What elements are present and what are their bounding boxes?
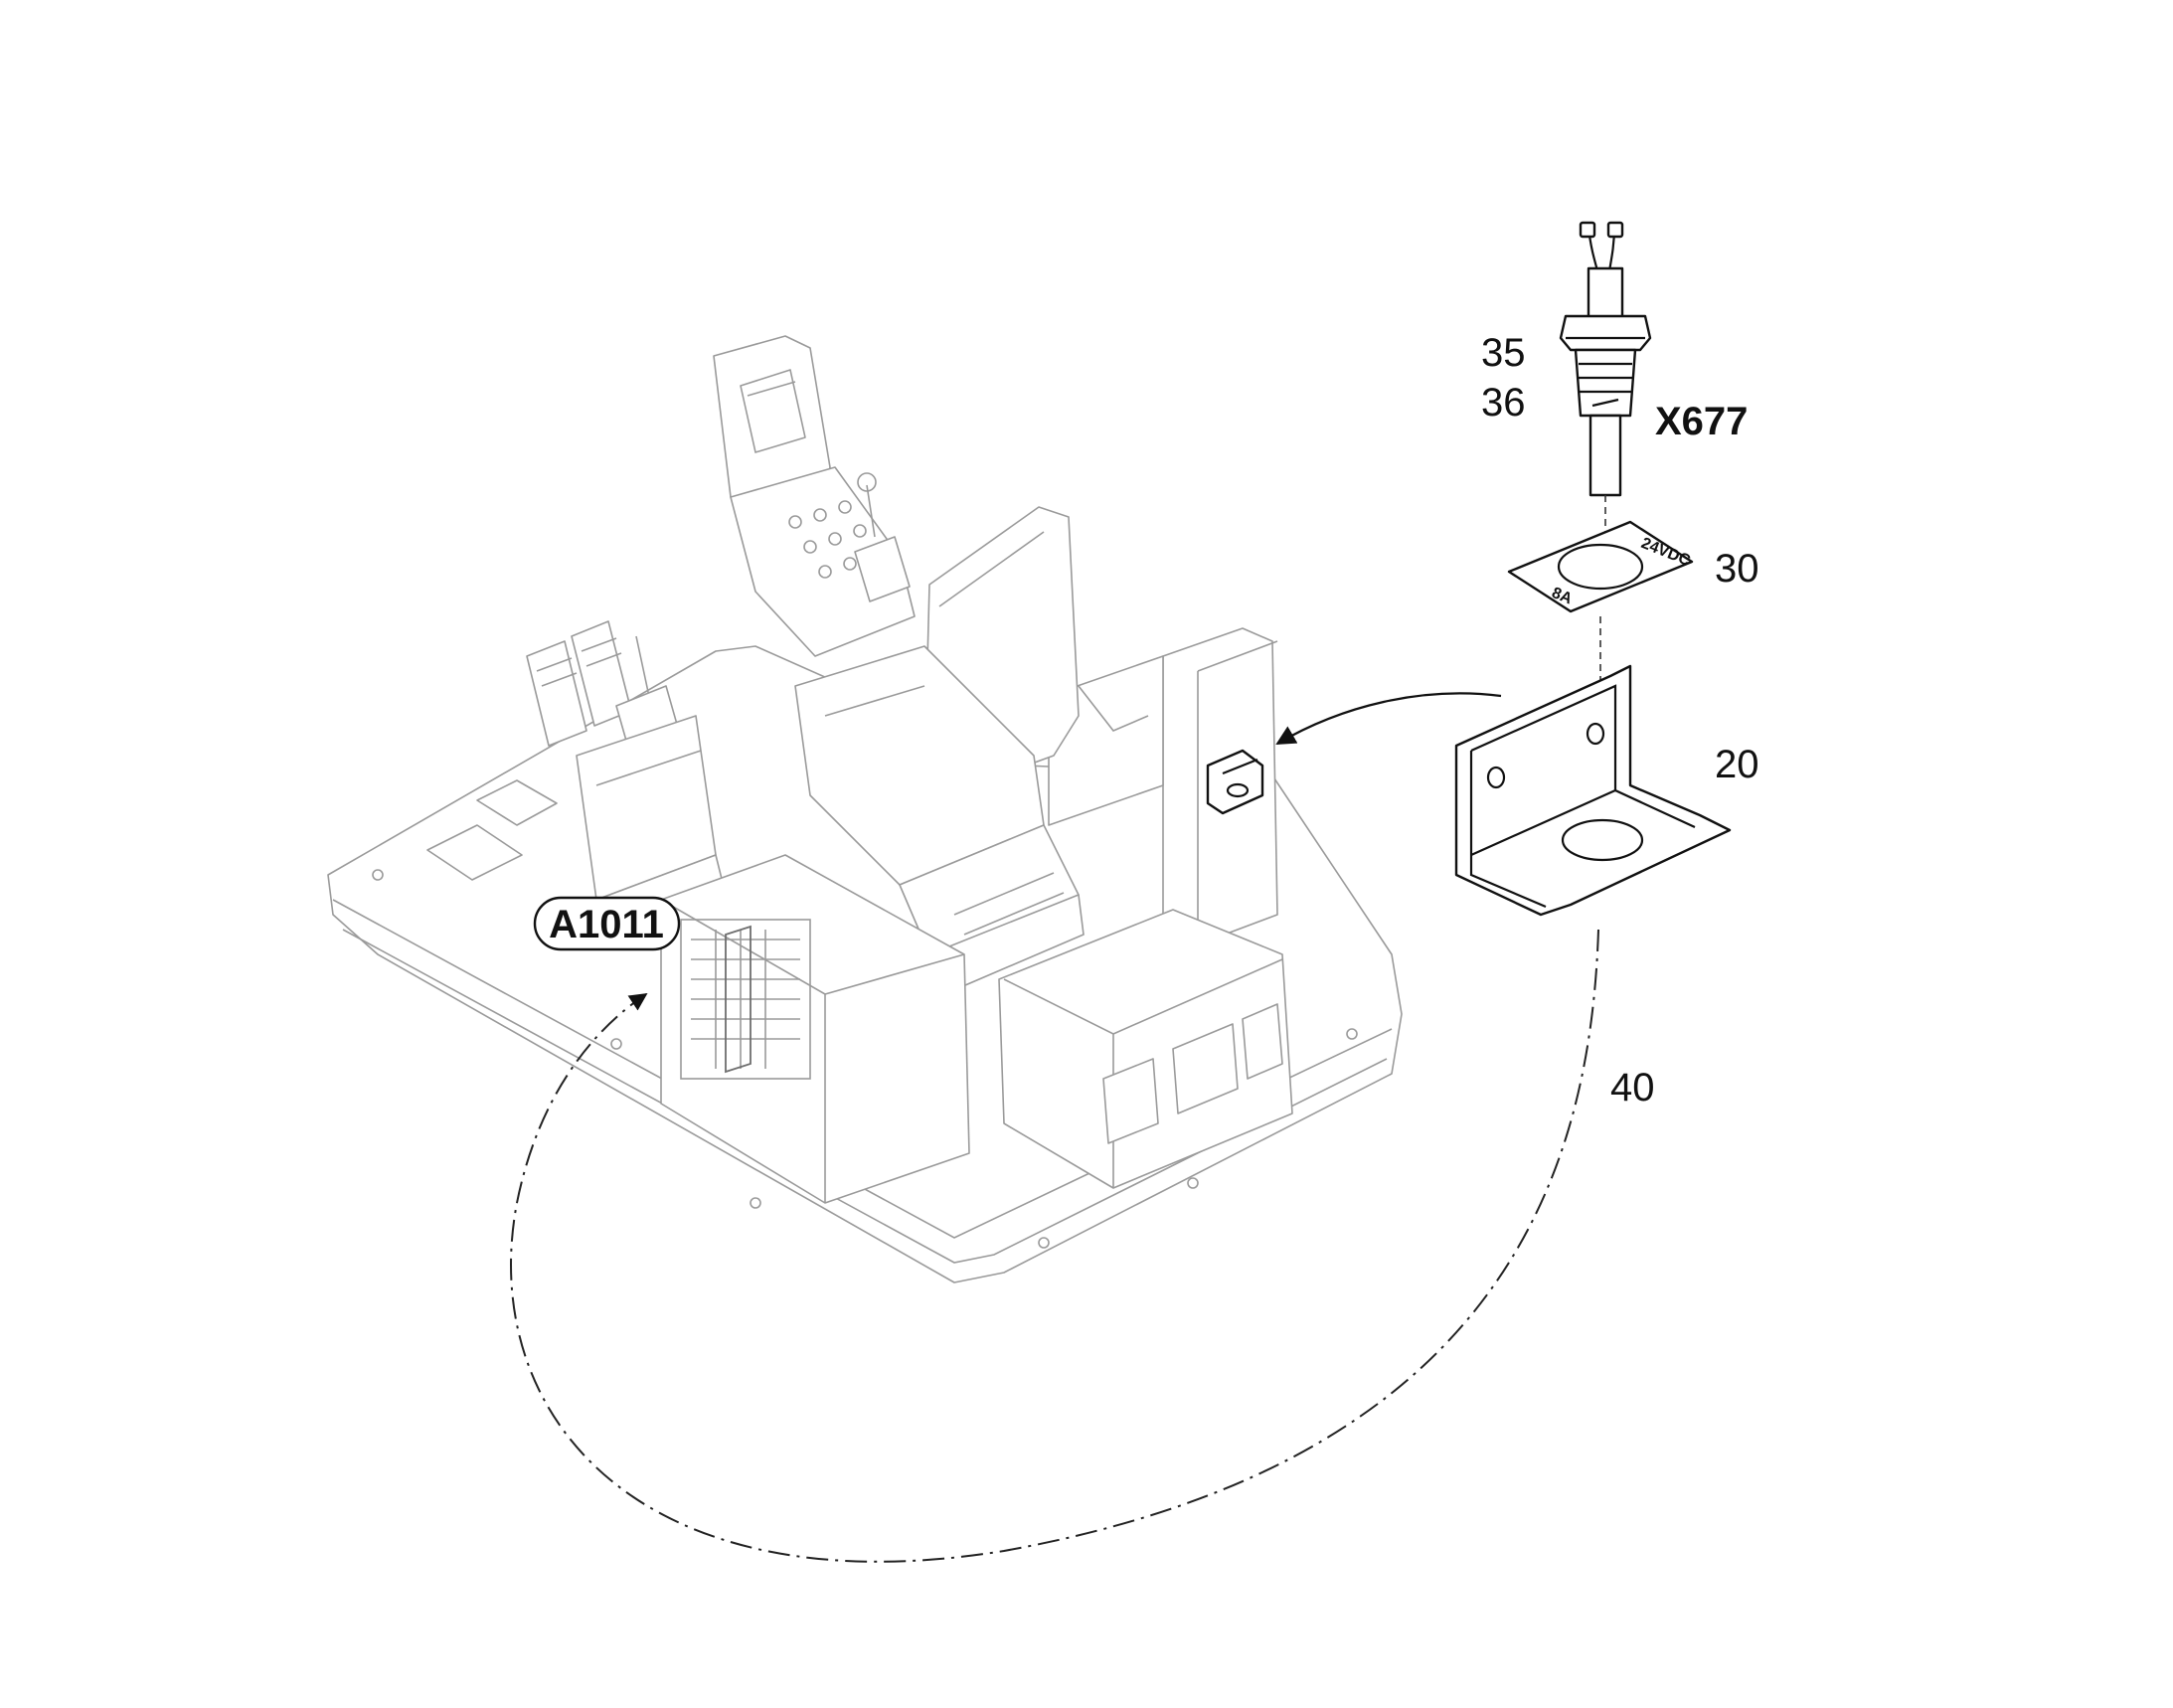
electrical-cabinet [660,854,970,1204]
decal-30: 24VDC 8A [1507,520,1694,613]
bracket-20 [1454,664,1732,917]
callout-connector-code: X677 [1655,400,1748,443]
callout-36: 36 [1481,381,1526,425]
callout-35: 35 [1481,331,1526,375]
cable-route-40 [510,929,1599,1563]
rear-heater-unit [998,909,1293,1189]
decal-current-text: 8A [1550,585,1576,608]
operator-seat [794,506,1085,996]
module-tag: A1011 [533,896,681,951]
callout-module-code: A1011 [549,903,664,946]
mounted-bracket-preview [1206,749,1264,815]
connector-x677 [1559,221,1652,497]
callout-20: 20 [1715,743,1759,786]
arrow-to-console [1275,692,1502,745]
display-panel [713,335,916,657]
callout-30: 30 [1715,547,1759,591]
cab-assembly [327,335,1403,1283]
callout-40: 40 [1610,1066,1655,1110]
left-controls [526,620,727,940]
